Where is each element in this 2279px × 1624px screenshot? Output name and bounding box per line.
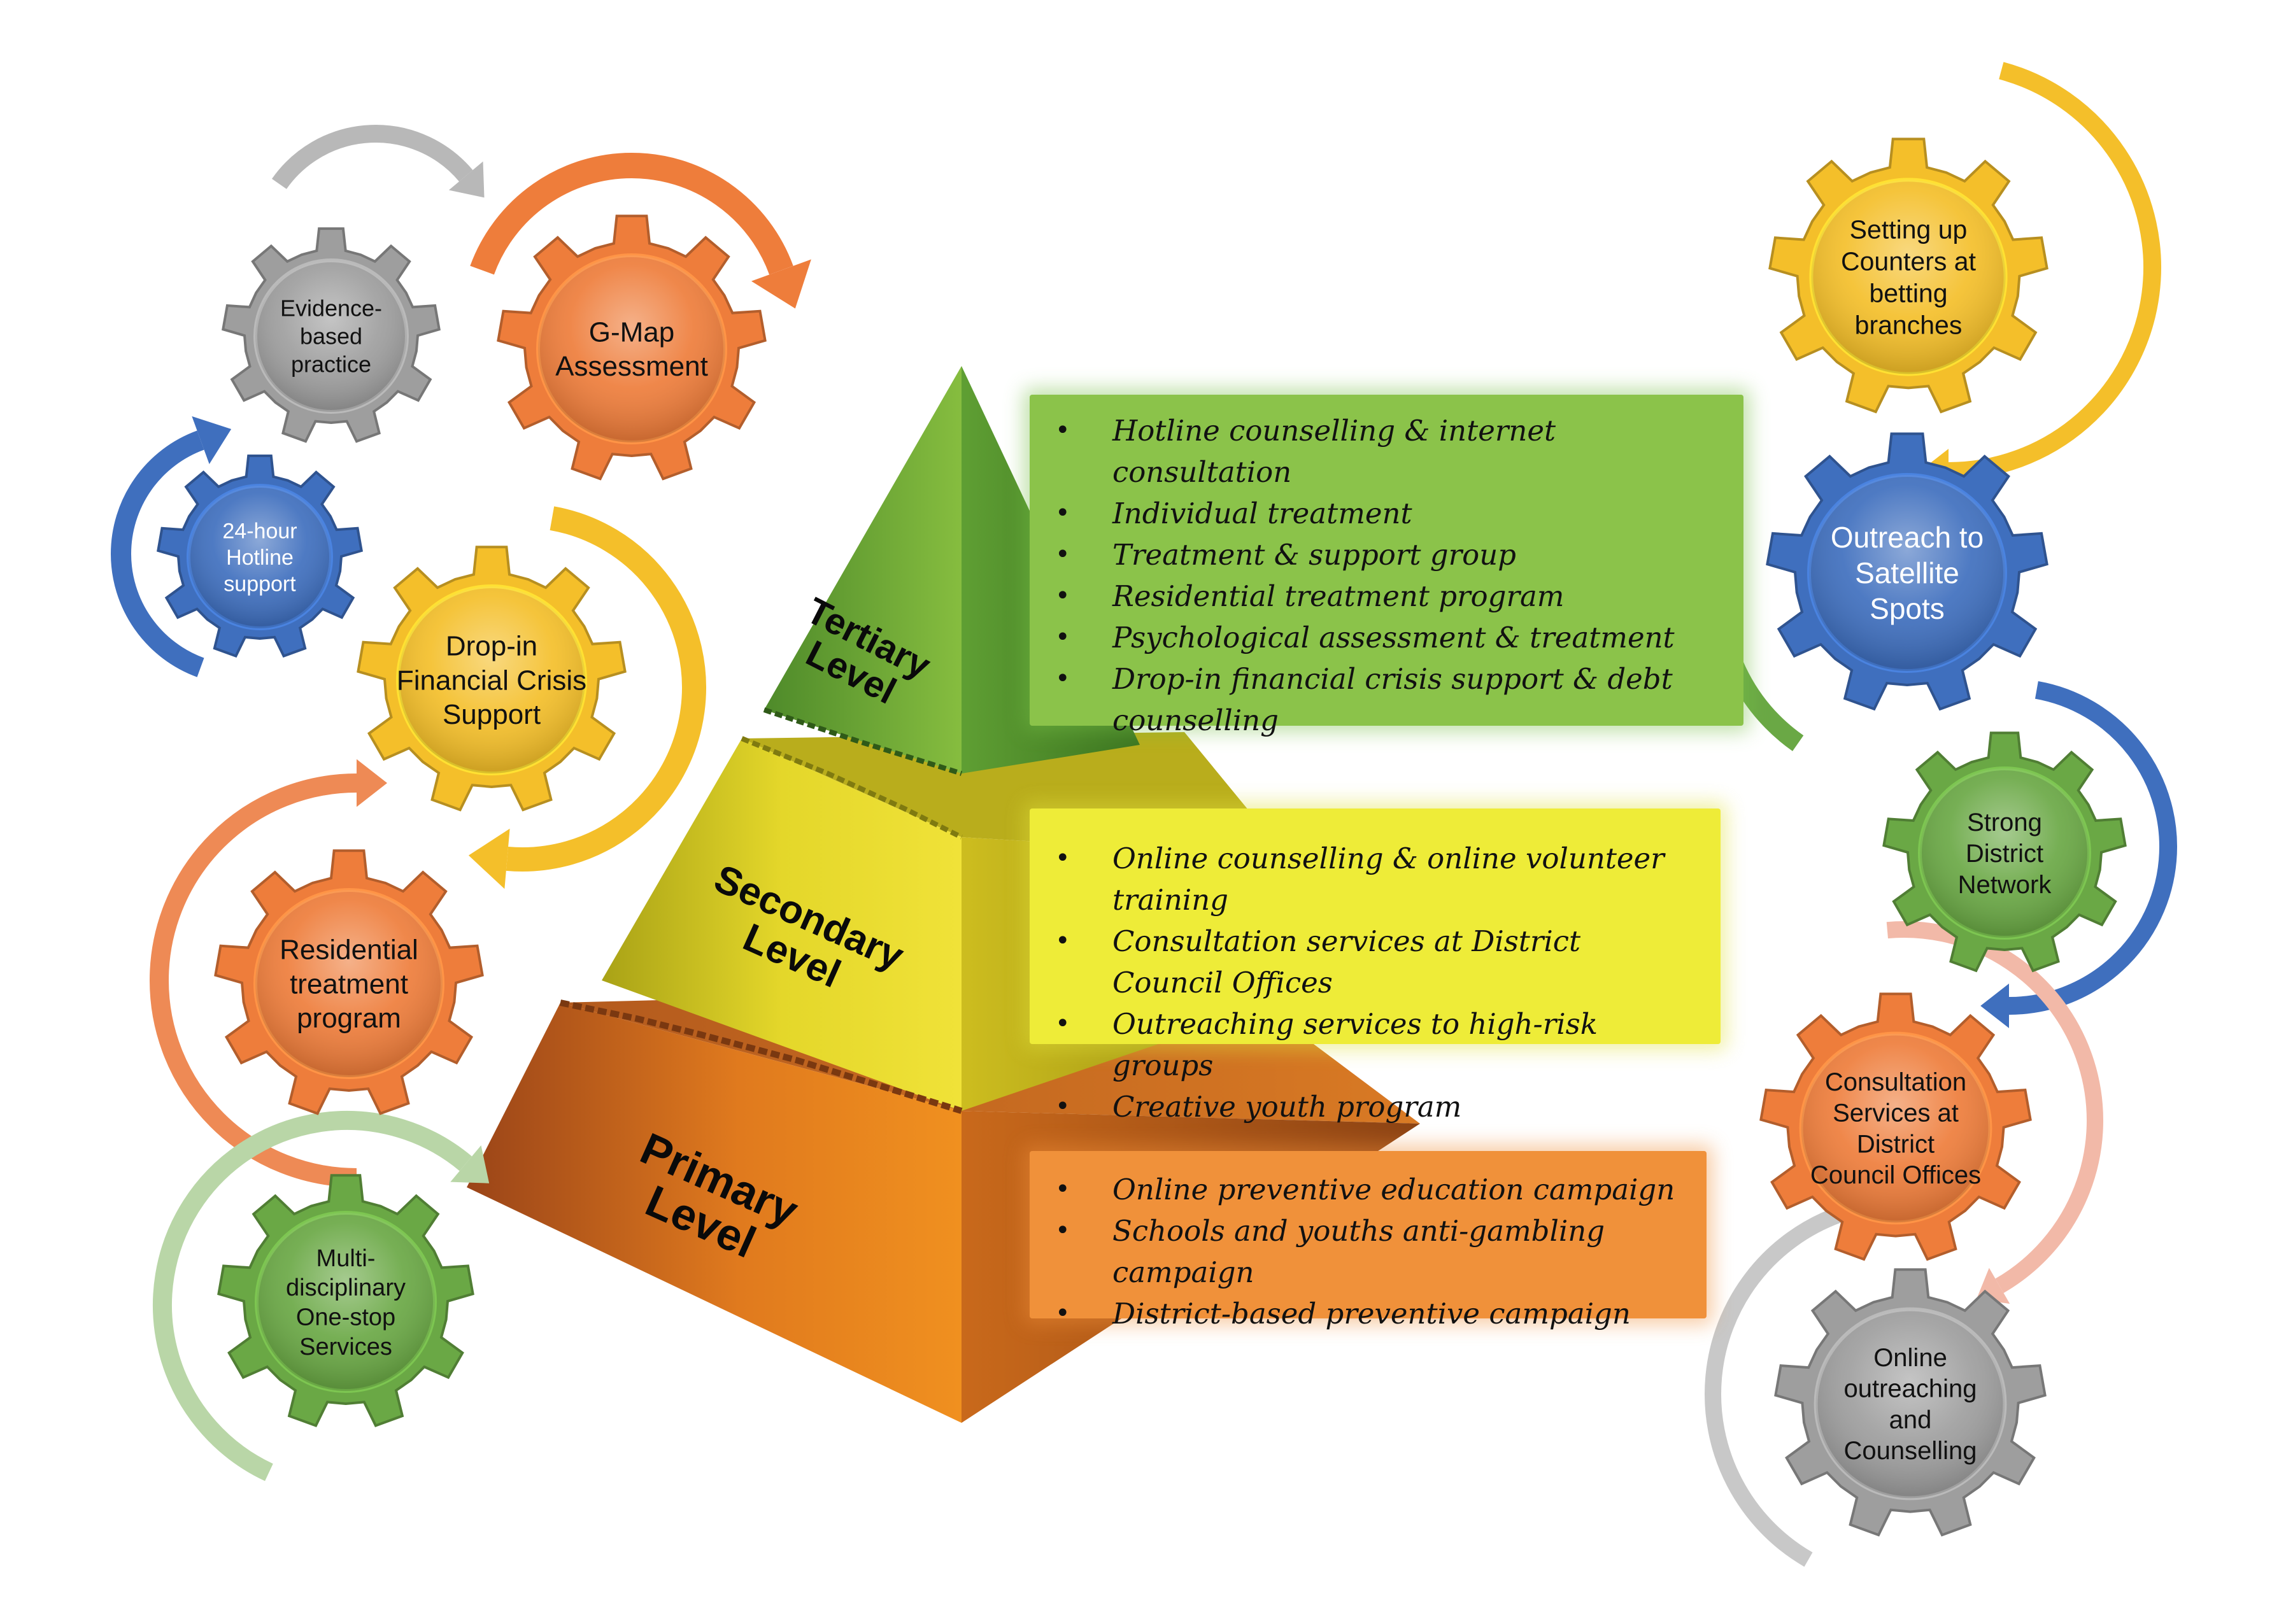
tertiary-service-item: Drop-in financial crisis support & debt …	[1055, 658, 1718, 741]
gear-shine	[1920, 768, 2089, 938]
tertiary-services-list: Hotline counselling & internet consultat…	[1055, 410, 1718, 741]
yellow-left-arrowhead	[468, 828, 510, 889]
secondary-service-item: Outreaching services to high-risk groups	[1055, 1003, 1695, 1086]
tertiary-services-panel: Hotline counselling & internet consultat…	[1030, 395, 1743, 737]
grey-top-curved-arrow-icon	[271, 125, 485, 198]
blue-left-curved-arrow-icon	[111, 416, 232, 677]
secondary-services-list: Online counselling & online volunteer tr…	[1055, 838, 1695, 1127]
primary-service-item: District-based preventive campaign	[1055, 1293, 1681, 1334]
gear-shine	[1809, 475, 2005, 671]
gear-shine	[255, 260, 407, 412]
tertiary-service-item: Residential treatment program	[1055, 575, 1718, 617]
tertiary-service-item: Individual treatment	[1055, 493, 1718, 534]
gear-shine	[1815, 1309, 2005, 1499]
orange-top-arrowhead	[751, 259, 811, 309]
primary-tier-front	[467, 1003, 962, 1423]
orange-left-arrowhead	[357, 759, 387, 807]
orange-top-curved-arrow-icon	[470, 153, 811, 309]
blue-left-arrowhead	[192, 416, 232, 465]
blue-right-arrowhead	[1980, 984, 2009, 1028]
gear-shine	[1811, 180, 2006, 374]
tertiary-service-item: Hotline counselling & internet consultat…	[1055, 410, 1718, 493]
secondary-service-item: Online counselling & online volunteer tr…	[1055, 838, 1695, 921]
primary-services-panel: Online preventive education campaignScho…	[1030, 1151, 1707, 1334]
orange-left-curved-arrow-icon	[150, 759, 387, 1187]
green-left-curved-arrow-icon	[153, 1111, 490, 1481]
gear-shine	[188, 486, 331, 628]
primary-services-list: Online preventive education campaignScho…	[1055, 1169, 1681, 1334]
tertiary-service-item: Psychological assessment & treatment	[1055, 617, 1718, 658]
gear-shine	[257, 1213, 435, 1391]
tertiary-service-item: Treatment & support group	[1055, 534, 1718, 575]
secondary-services-panel: Online counselling & online volunteer tr…	[1030, 808, 1721, 1127]
gear-shine	[398, 586, 585, 773]
gear-shine	[538, 255, 725, 442]
secondary-service-item: Consultation services at District Counci…	[1055, 921, 1695, 1003]
secondary-tier-front	[602, 738, 962, 1111]
tertiary-tier-front	[764, 366, 962, 773]
primary-service-item: Online preventive education campaign	[1055, 1169, 1681, 1210]
primary-service-item: Schools and youths anti-gambling campaig…	[1055, 1210, 1681, 1293]
gear-shine	[1801, 1033, 1991, 1223]
green-left-arrowhead	[450, 1145, 490, 1183]
gear-shine	[255, 890, 443, 1077]
yellow-left-curved-arrow-icon	[468, 506, 706, 889]
blue-right-curved-arrow-icon	[1980, 681, 2177, 1028]
grey-top-arrowhead	[448, 161, 485, 198]
secondary-service-item: Creative youth program	[1055, 1086, 1695, 1127]
